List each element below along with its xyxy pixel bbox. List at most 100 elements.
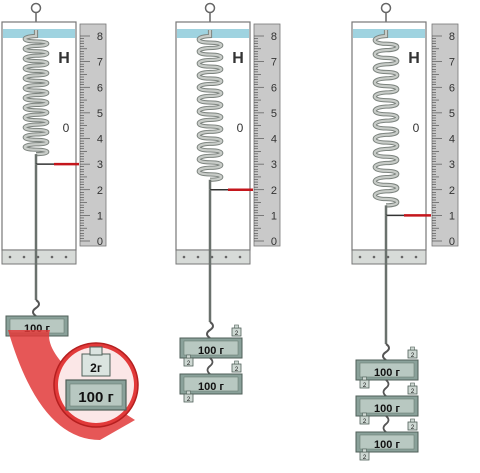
small-weight-knob xyxy=(362,376,367,381)
connector-hook xyxy=(382,379,390,397)
bottom-bar-rivet xyxy=(196,255,200,259)
weight-label: 100 г xyxy=(198,345,224,357)
bottom-bar-rivet xyxy=(50,255,54,259)
bottom-bar-rivet xyxy=(238,255,242,259)
bottom-bar-rivet xyxy=(210,255,214,259)
ruler-tick-label: 5 xyxy=(271,108,277,120)
small-weight-label: 2 xyxy=(187,397,191,403)
ruler-tick-label: 6 xyxy=(97,82,103,94)
weight-face xyxy=(359,434,415,450)
hanging-ring xyxy=(204,2,216,14)
weight-label: 100 г xyxy=(374,403,400,415)
bottom-bar-rivet xyxy=(182,255,186,259)
hook xyxy=(32,299,40,317)
ruler-tick-label: 2 xyxy=(271,185,277,197)
zoom-weight-label: 100 г xyxy=(78,389,113,406)
ruler-tick-label: 7 xyxy=(271,57,277,69)
small-weight-label: 2 xyxy=(235,331,239,337)
hanging-ring xyxy=(30,2,42,14)
ruler-tick-label: 3 xyxy=(449,159,455,171)
bottom-bar-rivet xyxy=(224,255,228,259)
newton-symbol: Н xyxy=(58,50,70,67)
ruler-tick-label: 1 xyxy=(97,210,103,222)
ruler-tick-label: 5 xyxy=(449,108,455,120)
small-weight-label: 2 xyxy=(411,353,415,359)
spring-coil-highlight xyxy=(373,30,399,207)
weight-face xyxy=(359,398,415,414)
small-weight-label: 2 xyxy=(363,383,367,389)
ruler-tick-label: 3 xyxy=(271,159,277,171)
ruler-scale xyxy=(79,23,107,247)
ruler-tick-label: 4 xyxy=(97,134,103,146)
ruler-tick-label: 7 xyxy=(449,57,455,69)
bottom-bar-rivet xyxy=(22,255,26,259)
bottom-bar-rivet xyxy=(400,255,404,259)
zero-mark: 0 xyxy=(63,121,70,135)
hanging-ring xyxy=(380,2,392,14)
connector-hook xyxy=(382,415,390,433)
ruler-tick-label: 0 xyxy=(97,236,103,248)
bottom-bar-rivet xyxy=(414,255,418,259)
zoom-weight-face xyxy=(69,383,123,407)
connector-hook xyxy=(206,357,214,375)
ruler-tick-label: 3 xyxy=(97,159,103,171)
small-weight-label: 2 xyxy=(363,419,367,425)
small-weight-knob xyxy=(410,418,415,423)
ruler-tick-label: 6 xyxy=(449,82,455,94)
ruler-scale xyxy=(431,23,459,247)
zoom-small-weight-label: 2г xyxy=(90,361,102,375)
weight-face xyxy=(359,362,415,378)
water-band xyxy=(353,29,425,38)
newton-symbol: Н xyxy=(408,50,420,67)
weight-label: 100 г xyxy=(374,439,400,451)
small-weight-knob xyxy=(186,390,191,395)
bottom-bar-rivet xyxy=(36,255,40,259)
small-weight-label: 2 xyxy=(363,455,367,461)
newton-symbol: Н xyxy=(232,50,244,67)
ruler-tick-label: 5 xyxy=(97,108,103,120)
small-weight-knob xyxy=(234,360,239,365)
weight-face xyxy=(183,340,239,356)
ruler-tick-label: 4 xyxy=(271,134,277,146)
ruler-tick-label: 1 xyxy=(449,210,455,222)
weight-label: 100 г xyxy=(374,367,400,379)
small-weight-knob xyxy=(234,324,239,329)
ruler-tick-label: 0 xyxy=(449,236,455,248)
weight-label: 100 г xyxy=(198,381,224,393)
small-weight-label: 2 xyxy=(187,361,191,367)
bottom-bar-rivet xyxy=(372,255,376,259)
bottom-bar-rivet xyxy=(386,255,390,259)
small-weight-knob xyxy=(362,412,367,417)
spring-coil-highlight xyxy=(197,30,223,181)
weight-face xyxy=(183,376,239,392)
small-weight-knob xyxy=(186,354,191,359)
water-band xyxy=(3,29,75,38)
ruler-tick-label: 8 xyxy=(271,31,277,43)
water-band xyxy=(177,29,249,38)
ruler-tick-label: 6 xyxy=(271,82,277,94)
spring-coil-highlight xyxy=(23,30,49,156)
zero-mark: 0 xyxy=(413,121,420,135)
small-weight-label: 2 xyxy=(411,389,415,395)
ruler-tick-label: 7 xyxy=(97,57,103,69)
ruler-tick-label: 4 xyxy=(449,134,455,146)
ruler-tick-label: 0 xyxy=(271,236,277,248)
small-weight-label: 2 xyxy=(235,367,239,373)
ruler-tick-label: 2 xyxy=(449,185,455,197)
bottom-bar-rivet xyxy=(8,255,12,259)
hook xyxy=(382,343,390,361)
ruler-tick-label: 2 xyxy=(97,185,103,197)
zoom-small-weight-knob xyxy=(89,346,103,356)
bottom-bar-rivet xyxy=(64,255,68,259)
ruler-tick-label: 8 xyxy=(97,31,103,43)
ruler-scale xyxy=(253,23,281,247)
bottom-bar-rivet xyxy=(358,255,362,259)
ruler-tick-label: 8 xyxy=(449,31,455,43)
zoom-callout: 2г 100 г xyxy=(8,330,139,440)
hook xyxy=(206,321,214,339)
small-weight-knob xyxy=(410,346,415,351)
